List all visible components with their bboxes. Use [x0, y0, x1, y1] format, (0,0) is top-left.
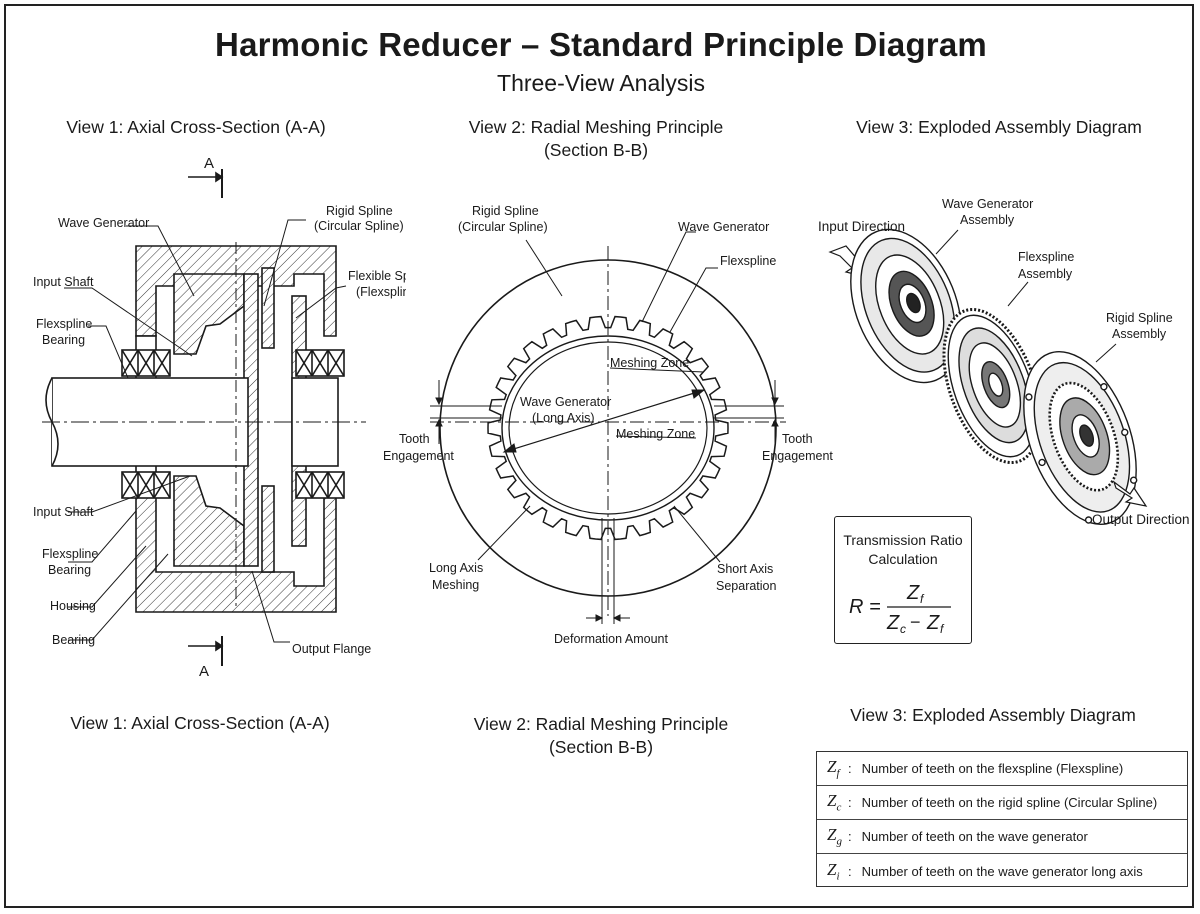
- v2-label-flexspline: Flexspline: [720, 254, 776, 268]
- v2-label-rigid-spline-sub: (Circular Spline): [458, 220, 548, 234]
- v2-label-long-axis: Long Axis: [429, 561, 483, 575]
- v2-label-tooth-right: Tooth: [782, 432, 813, 446]
- legend-text: Number of teeth on the wave generator lo…: [861, 863, 1143, 879]
- legend-symbol: Zi: [827, 859, 840, 883]
- v2-label-tooth-left: Tooth: [399, 432, 430, 446]
- label-flexible-spline-sub: (Flexspline): [356, 285, 406, 299]
- symbol-legend-table: Zf: Number of teeth on the flexspline (F…: [816, 751, 1188, 887]
- v2-label-wave-generator-long: Wave Generator: [520, 395, 611, 409]
- legend-text: Number of teeth on the rigid spline (Cir…: [861, 795, 1158, 810]
- formula-denominator-a: Z: [886, 612, 900, 634]
- view1-footer: View 1: Axial Cross-Section (A-A): [70, 713, 330, 733]
- v3-label-wave-generator: Wave Generator: [942, 197, 1033, 211]
- view1-heading: View 1: Axial Cross-Section (A-A): [66, 117, 326, 137]
- label-flexible-spline: Flexible Spline: [348, 269, 406, 283]
- formula-lhs: R =: [849, 596, 881, 618]
- label-flexspline-bearing-bottom: Flexspline: [42, 547, 98, 561]
- ratio-formula: R = Z f Z c − Z f: [849, 582, 951, 636]
- view2-heading-line1: View 2: Radial Meshing Principle: [468, 117, 724, 137]
- v2-label-tooth-right-sub: Engagement: [762, 449, 833, 463]
- label-wave-generator: Wave Generator: [58, 216, 149, 230]
- formula-denominator-b: Z: [926, 612, 940, 634]
- v2-label-long-axis-sub: Meshing: [432, 578, 479, 592]
- v3-label-rigid-spline-sub: Assembly: [1112, 327, 1167, 341]
- v2-label-short-axis: Short Axis: [717, 562, 773, 576]
- formula-denominator-op: −: [910, 612, 921, 632]
- drawing-sheet: Harmonic Reducer – Standard Principle Di…: [4, 4, 1194, 908]
- legend-row: Zc: Number of teeth on the rigid spline …: [817, 786, 1187, 820]
- v2-label-tooth-left-sub: Engagement: [383, 449, 454, 463]
- v3-label-output-direction: Output Direction: [1092, 512, 1190, 526]
- label-flexspline-bearing-bottom-2: Bearing: [48, 563, 91, 577]
- v2-label-short-axis-sub: Separation: [716, 579, 777, 593]
- section-marker-top: A: [204, 155, 214, 172]
- v3-label-flexspline: Flexspline: [1018, 250, 1074, 264]
- view2-footer-line1: View 2: Radial Meshing Principle: [473, 714, 729, 734]
- view3-heading: View 3: Exploded Assembly Diagram: [856, 117, 1142, 137]
- v3-label-input-direction: Input Direction: [818, 219, 905, 234]
- label-rigid-spline: Rigid Spline: [326, 204, 393, 218]
- formula-numerator: Z: [906, 582, 920, 604]
- v2-label-wave-generator-long-sub: (Long Axis): [532, 411, 595, 425]
- label-output-flange: Output Flange: [292, 642, 371, 656]
- transmission-ratio-box: Transmission Ratio Calculation R = Z f Z…: [834, 516, 972, 644]
- formula-numerator-sub: f: [920, 592, 925, 606]
- legend-symbol: Zc: [827, 791, 842, 814]
- v2-label-meshing-zone-bottom: Meshing Zone: [616, 427, 695, 441]
- v2-label-meshing-zone-top: Meshing Zone: [610, 356, 689, 370]
- ratio-title-line1: Transmission Ratio: [843, 532, 963, 548]
- view2-heading-line2: (Section B-B): [543, 140, 649, 160]
- legend-row: Zf: Number of teeth on the flexspline (F…: [817, 752, 1187, 786]
- label-flexspline-bearing-top-2: Bearing: [42, 333, 85, 347]
- label-flexspline-bearing-top: Flexspline: [36, 317, 92, 331]
- v2-label-deformation: Deformation Amount: [554, 632, 668, 646]
- view3-footer: View 3: Exploded Assembly Diagram: [850, 705, 1136, 725]
- formula-denominator-b-sub: f: [940, 622, 945, 636]
- v3-label-rigid-spline: Rigid Spline: [1106, 311, 1173, 325]
- label-rigid-spline-sub: (Circular Spline): [314, 219, 404, 233]
- view2-footer-line2: (Section B-B): [548, 737, 654, 757]
- label-input-shaft-bottom: Input Shaft: [33, 505, 94, 519]
- view2-radial-meshing: Rigid Spline (Circular Spline) Wave Gene…: [383, 204, 833, 646]
- v3-label-wave-generator-sub: Assembly: [960, 213, 1015, 227]
- v2-label-rigid-spline: Rigid Spline: [472, 204, 539, 218]
- ratio-title: Transmission Ratio Calculation: [835, 531, 971, 569]
- view2-heading: View 2: Radial Meshing Principle (Sectio…: [446, 116, 746, 162]
- section-marker-bottom: A: [199, 663, 209, 680]
- v2-label-wave-generator: Wave Generator: [678, 220, 769, 234]
- legend-text: Number of teeth on the wave generator: [861, 829, 1088, 844]
- view2-footer: View 2: Radial Meshing Principle (Sectio…: [451, 713, 751, 759]
- page-title: Harmonic Reducer – Standard Principle Di…: [215, 26, 987, 63]
- view3-exploded-assembly: Input Direction Wave Generator Assembly …: [818, 197, 1190, 526]
- formula-denominator-a-sub: c: [900, 622, 906, 636]
- page-subtitle: Three-View Analysis: [497, 70, 705, 96]
- legend-symbol: Zf: [827, 757, 840, 780]
- label-housing: Housing: [50, 599, 96, 613]
- ratio-title-line2: Calculation: [868, 551, 938, 567]
- label-bearing: Bearing: [52, 633, 95, 647]
- view1-axial-section: A A Wave Generator Rigid Spline (Circula…: [33, 155, 406, 680]
- legend-row: Zi: Number of teeth on the wave generato…: [827, 859, 1143, 883]
- legend-symbol: Zg: [827, 825, 842, 848]
- legend-row: Zg: Number of teeth on the wave generato…: [817, 820, 1187, 854]
- v3-label-flexspline-sub: Assembly: [1018, 267, 1073, 281]
- label-input-shaft-top: Input Shaft: [33, 275, 94, 289]
- legend-text: Number of teeth on the flexspline (Flexs…: [861, 761, 1124, 776]
